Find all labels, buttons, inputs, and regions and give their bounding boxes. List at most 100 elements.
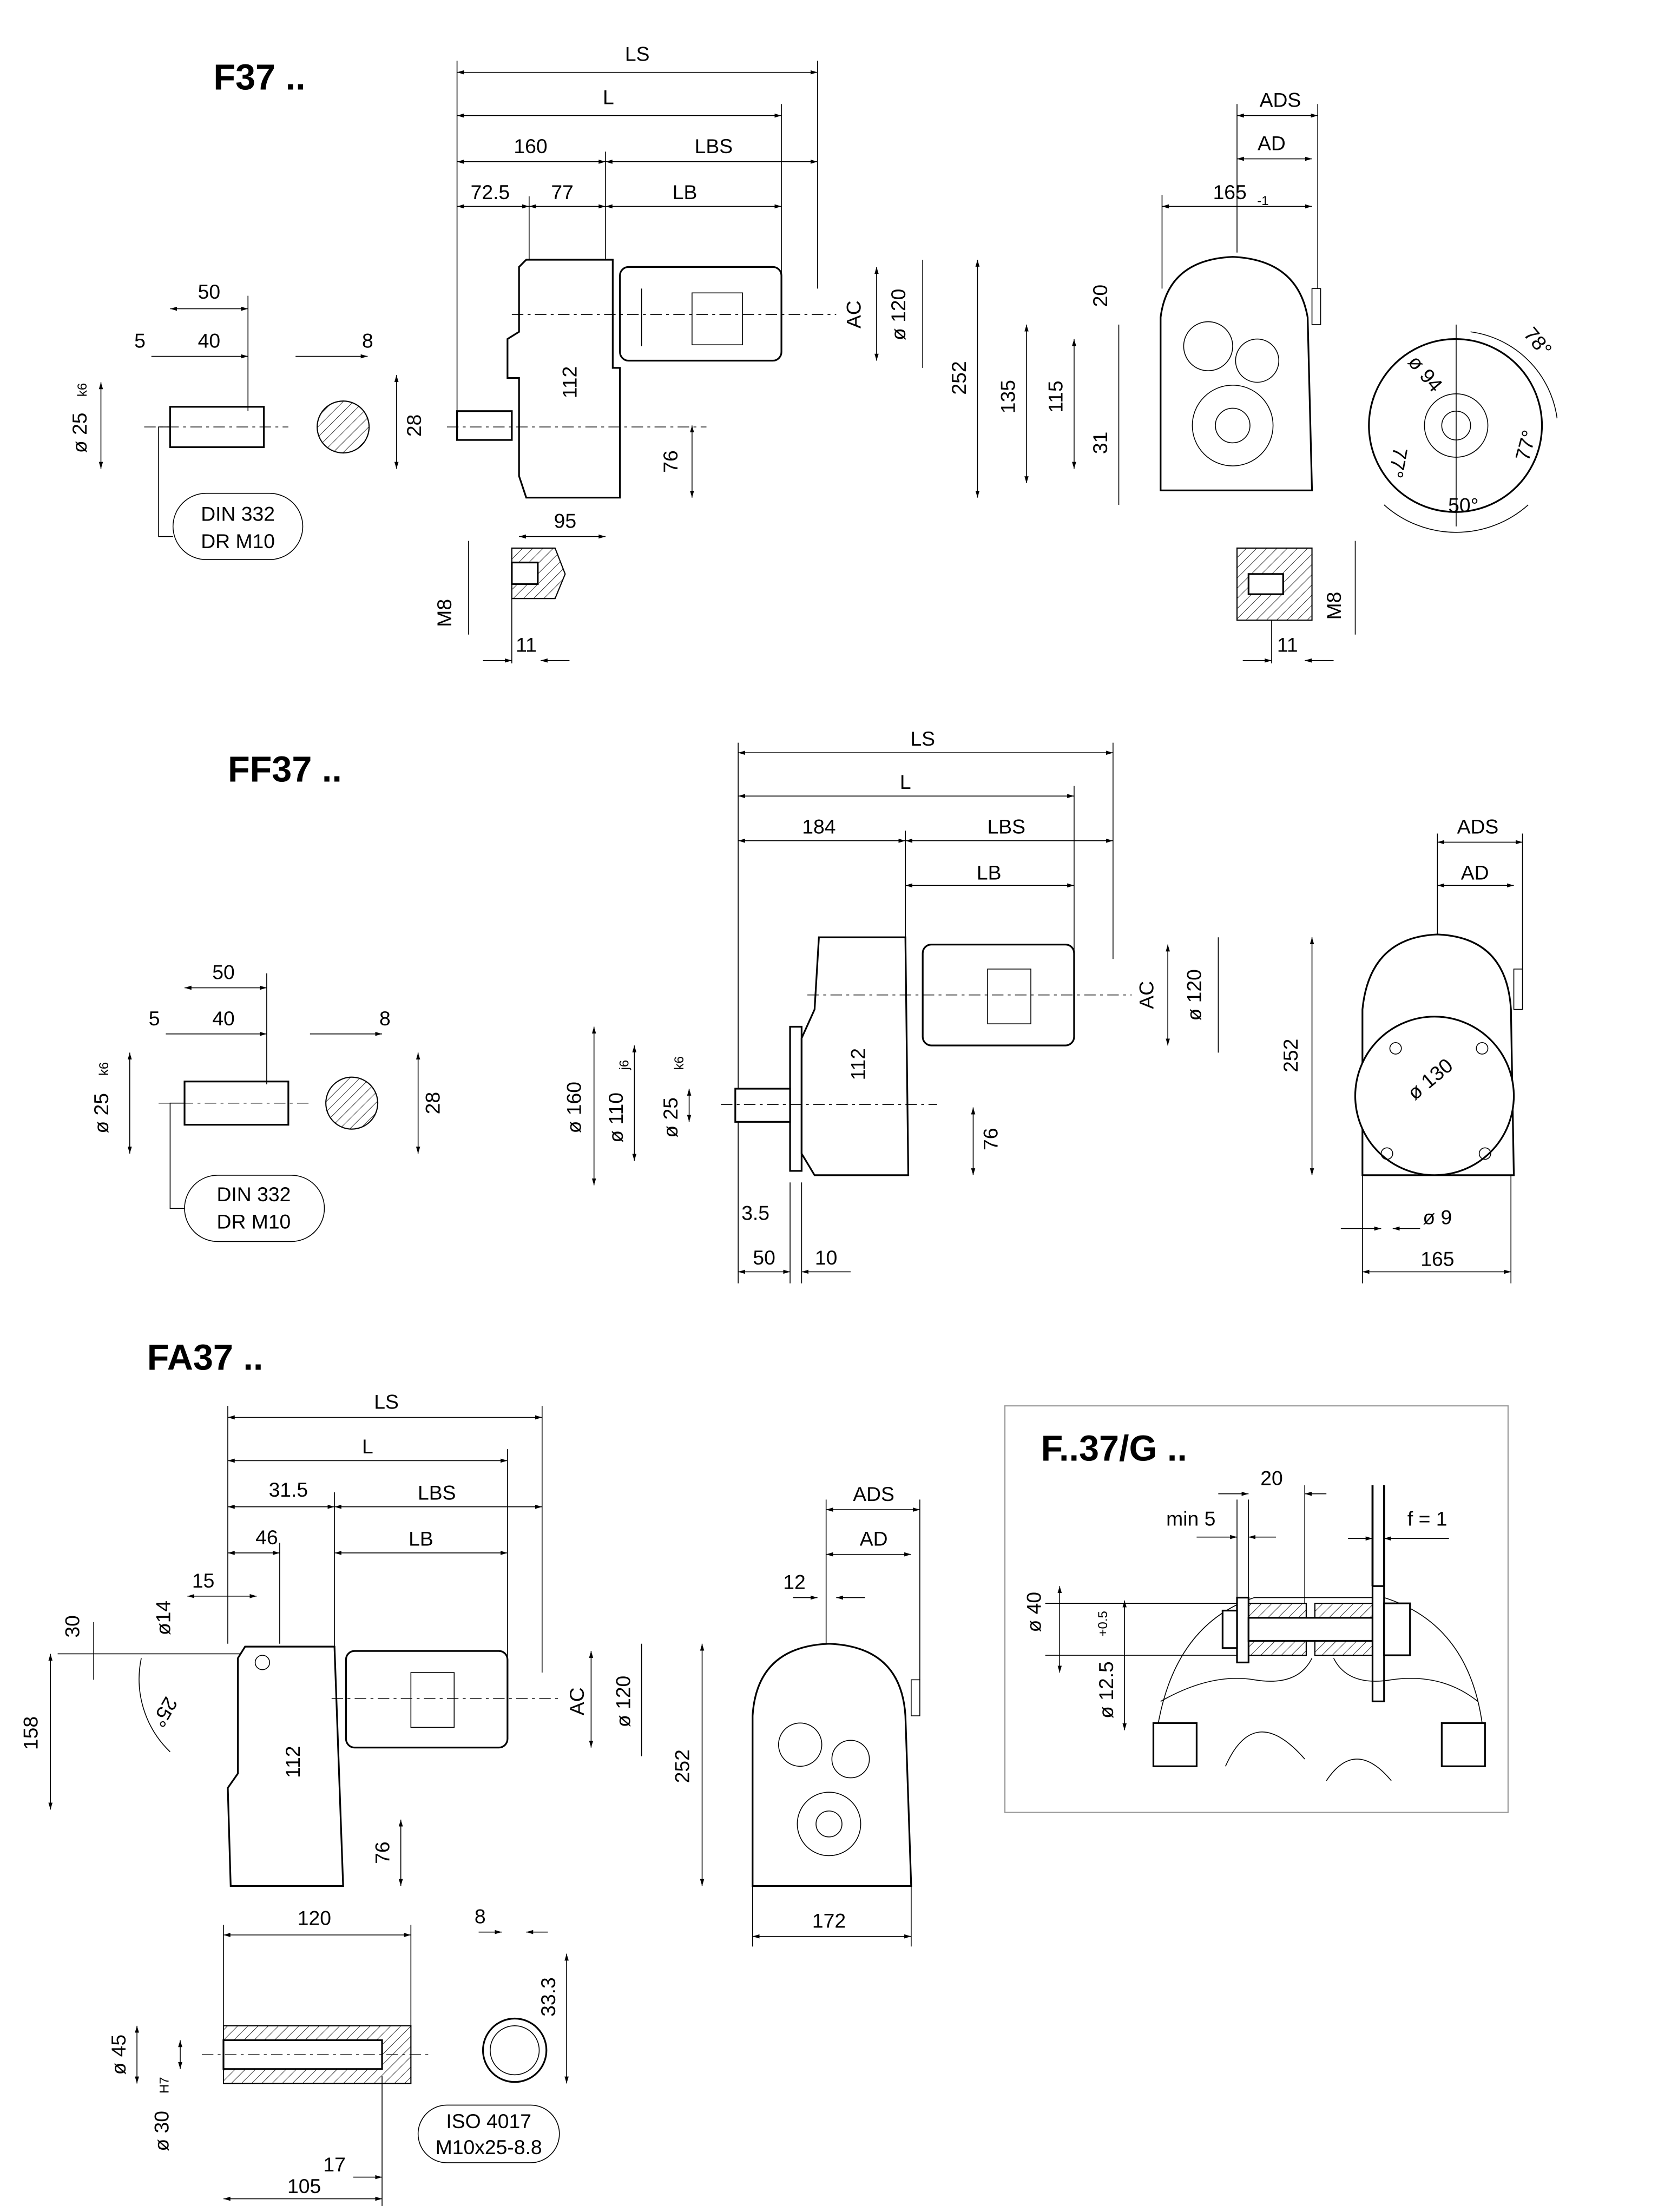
dim-30: 30 [61,1615,84,1638]
fa37-hollow-shaft-detail [135,1925,569,2206]
dim-lbs: LBS [418,1481,456,1504]
dim-11-left: 11 [516,634,537,656]
dim-12: 12 [783,1571,806,1594]
dim-112: 112 [847,1048,870,1080]
dim-112: 112 [281,1746,304,1778]
f37g-title: F..37/G .. [1041,1428,1187,1469]
shaft-fit-k6: k6 [97,1062,111,1076]
shaft-dim-dia-25: ø 25 [90,1093,113,1134]
key-dim-28: 28 [403,414,425,437]
dim-3-5: 3.5 [741,1201,769,1224]
angle-25: 25° [147,1693,182,1731]
dim-dia-30: ø 30 [150,2111,173,2151]
dim-lb: LB [673,181,698,203]
fit-h7: H7 [157,2077,172,2094]
key-dim-8: 8 [379,1007,391,1030]
dim-ac: AC [565,1687,588,1715]
dim-76: 76 [659,450,682,473]
ff37-dimension-lines [591,742,1219,1283]
key-dim-28: 28 [422,1092,444,1115]
dim-252: 252 [948,361,970,394]
key-dim-8: 8 [475,1905,486,1928]
dim-dia-160: ø 160 [563,1082,585,1133]
dim-dia-120: ø 120 [611,1676,634,1727]
dim-135: 135 [997,380,1019,413]
dim-120: 120 [298,1906,331,1929]
dim-m8-left: M8 [433,599,456,627]
dim-72-5: 72.5 [471,181,510,203]
dim-ads: ADS [1457,815,1499,838]
dim-lbs: LBS [987,815,1025,838]
dim-dia-25: ø 25 [659,1097,682,1138]
shaft-fit-k6: k6 [75,383,90,397]
f37-front-view [975,104,1321,505]
dim-ads: ADS [853,1483,894,1505]
dim-172: 172 [812,1910,846,1932]
dim-31-5: 31.5 [269,1478,308,1501]
dim-17: 17 [323,2153,346,2176]
dim-20: 20 [1260,1467,1283,1490]
centre-hole-note-1: DIN 332 [201,502,275,525]
dim-46: 46 [255,1526,278,1549]
dim-dia-110: ø 110 [604,1092,627,1143]
dim-165: 165 [1213,181,1247,203]
angle-78: 78° [1519,322,1556,360]
dim-158: 158 [19,1716,42,1750]
dim-11-right: 11 [1277,634,1298,656]
dim-95: 95 [554,510,577,532]
dim-m8-right: M8 [1323,592,1345,620]
dim-50: 50 [753,1246,775,1269]
dim-dia-9: ø 9 [1423,1206,1452,1228]
shaft-dim-dia-25: ø 25 [68,412,91,453]
fa37-dimension-lines [48,1406,642,1886]
dim-l: L [900,771,911,793]
f37-side-view [446,259,837,499]
screw-note-1: ISO 4017 [446,2110,531,2132]
dim-ad: AD [1258,132,1286,155]
centre-hole-note-1: DIN 332 [217,1183,291,1206]
shaft-dim-5: 5 [149,1007,160,1030]
dim-ls: LS [910,727,935,750]
f37-section: F37 .. [68,42,1558,664]
dim-f-1: f = 1 [1407,1507,1448,1530]
fa37-side-view [227,1645,563,1887]
dim-165-tolerance: -1 [1257,194,1268,208]
shaft-dim-5: 5 [134,330,146,352]
dim-31: 31 [1089,432,1111,455]
f37g-rubber-buffer-view [1045,1485,1486,1781]
f37g-torque-arm-panel: F..37/G .. [1004,1405,1509,1813]
f37-shaft-end-detail [98,295,399,561]
dim-l: L [362,1435,373,1458]
centre-hole-note-2: DR M10 [217,1210,291,1233]
screw-note-2: M10x25-8.8 [436,2136,542,2158]
dim-165: 165 [1420,1248,1454,1270]
dim-lb: LB [409,1528,433,1550]
dim-ac: AC [843,300,865,328]
dim-105: 105 [287,2175,321,2197]
dim-20: 20 [1089,285,1111,307]
dim-dia-120: ø 120 [1182,969,1205,1021]
dim-33-3: 33.3 [537,1977,560,2017]
ff37-shaft-end-detail [127,973,420,1242]
dim-ads: ADS [1260,89,1301,111]
ff37-front-view [1310,833,1523,1283]
dim-lb: LB [977,861,1002,884]
dim-dia-12-5: ø 12.5 [1095,1661,1117,1719]
dim-76: 76 [979,1128,1002,1151]
ff37-title: FF37 .. [228,750,342,790]
fa37-title: FA37 .. [147,1338,264,1378]
dim-dia-14: ø14 [152,1601,174,1635]
dim-115: 115 [1044,380,1067,412]
dim-ad: AD [860,1528,888,1550]
centre-hole-note-2: DR M10 [201,530,275,552]
dim-252: 252 [671,1749,694,1783]
dim-112: 112 [558,366,581,398]
shaft-dim-50: 50 [212,961,235,984]
tolerance-plus-0-5: +0.5 [1096,1611,1110,1636]
f37-m8-detail-right [1236,541,1356,664]
dim-252: 252 [1279,1039,1302,1072]
fa37-front-view [700,1499,920,1947]
shaft-dim-40: 40 [198,330,221,352]
dim-ac: AC [1135,981,1157,1009]
ff37-section: FF37 .. [90,727,1523,1283]
